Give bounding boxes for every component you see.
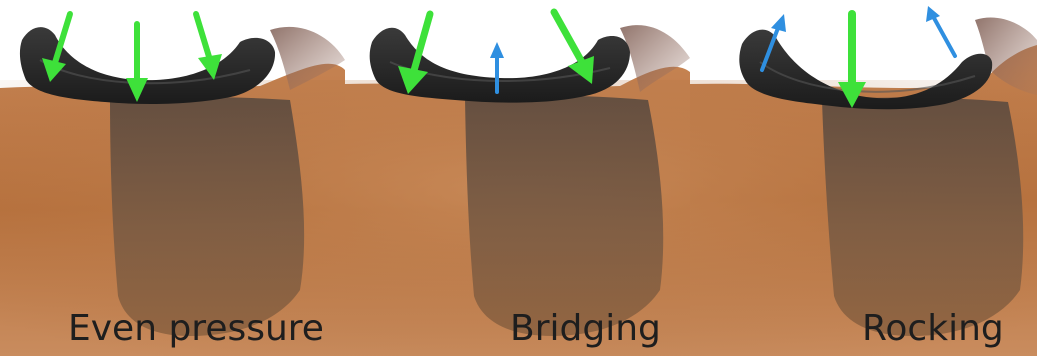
saddle-flap <box>465 96 663 336</box>
label-bridging: Bridging <box>510 308 661 349</box>
label-even-pressure: Even pressure <box>68 308 324 349</box>
saddle-flap <box>822 98 1023 336</box>
label-rocking: Rocking <box>862 308 1004 349</box>
saddle-flap <box>110 97 304 336</box>
